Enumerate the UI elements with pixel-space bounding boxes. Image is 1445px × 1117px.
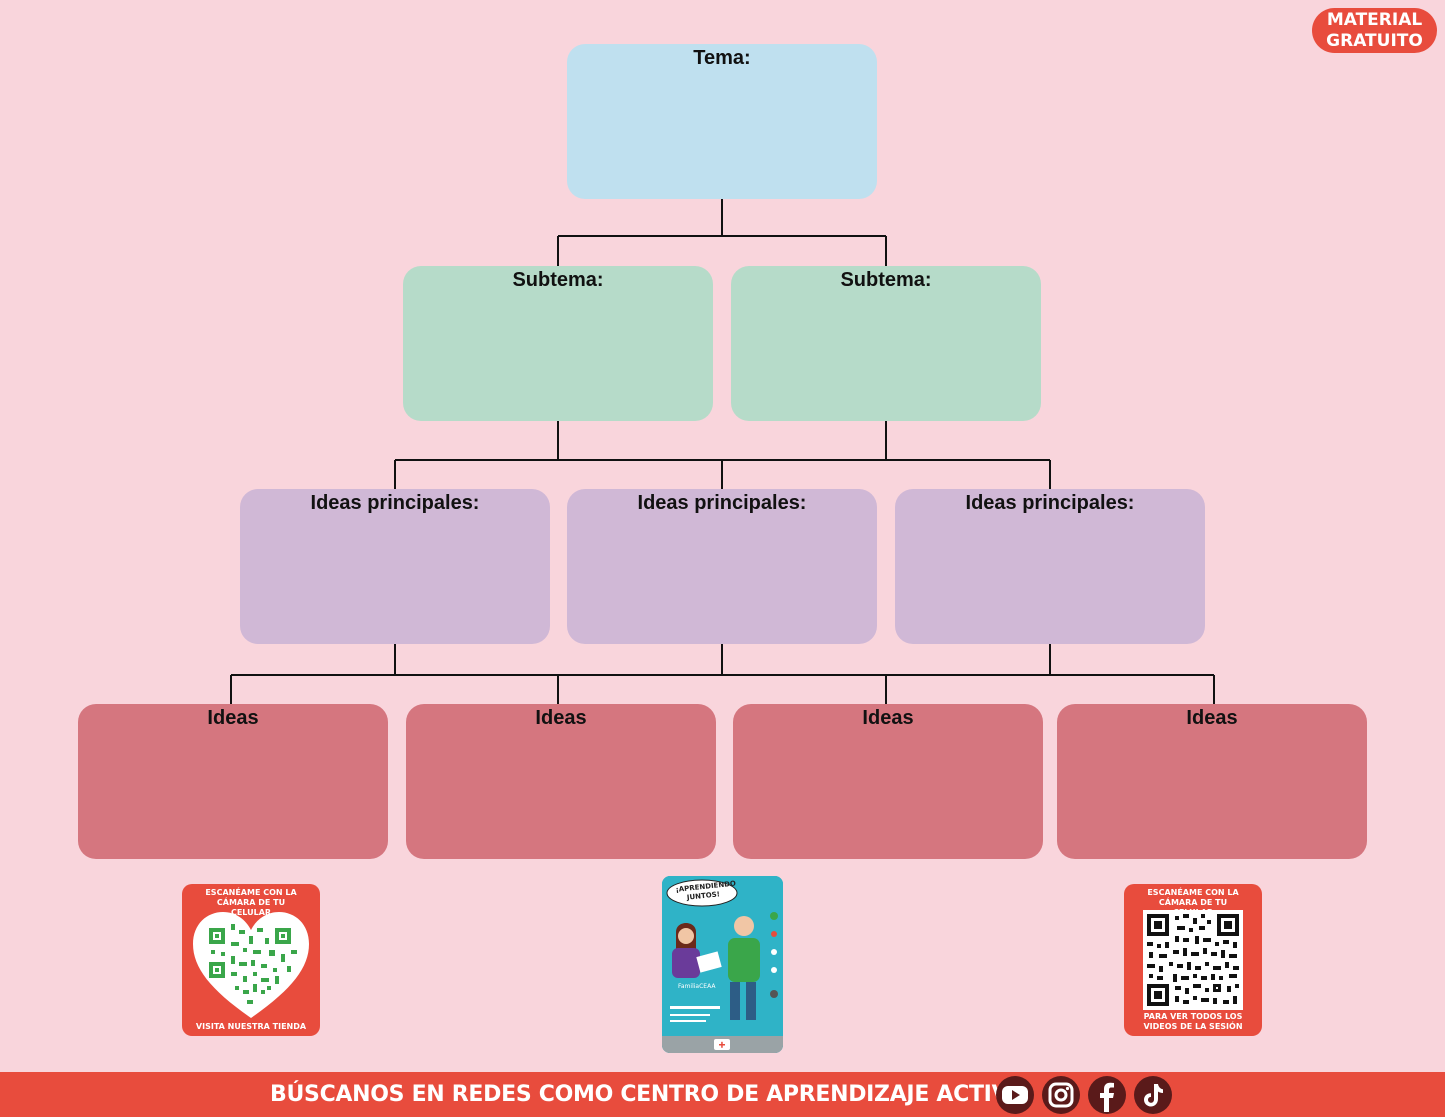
ideas-box-2[interactable]: Ideas (406, 704, 716, 859)
material-gratuito-badge: MATERIAL GRATUITO (1312, 8, 1437, 53)
subtema-label: Subtema: (840, 269, 932, 291)
qr-code-icon (1143, 910, 1243, 1010)
ideas-box-1[interactable]: Ideas (78, 704, 388, 859)
subtema-box-2[interactable]: Subtema: (731, 266, 1041, 421)
ideas-principales-label: Ideas principales: (965, 492, 1135, 514)
subtema-label: Subtema: (512, 269, 604, 291)
qr-videos-caption: PARA VER TODOS LOS VIDEOS DE LA SESIÓN (1143, 1012, 1243, 1031)
youtube-icon[interactable] (996, 1076, 1034, 1114)
aprendiendo-juntos-poster[interactable]: ¡APRENDIENDO JUNTOS! FamiliaCEAA (662, 876, 783, 1053)
footer-text: BÚSCANOS EN REDES COMO CENTRO DE APRENDI… (270, 1082, 1027, 1107)
ideas-box-4[interactable]: Ideas (1057, 704, 1367, 859)
heart-qr-code-icon (193, 912, 309, 1018)
tema-box[interactable]: Tema: (567, 44, 877, 199)
ideas-box-3[interactable]: Ideas (733, 704, 1043, 859)
ideas-principales-box-3[interactable]: Ideas principales: (895, 489, 1205, 644)
tiktok-icon[interactable] (1134, 1076, 1172, 1114)
subtema-box-1[interactable]: Subtema: (403, 266, 713, 421)
poster-illustration (662, 876, 783, 1053)
ideas-principales-label: Ideas principales: (637, 492, 807, 514)
ideas-principales-label: Ideas principales: (310, 492, 480, 514)
ideas-label: Ideas (862, 707, 914, 729)
facebook-icon[interactable] (1088, 1076, 1126, 1114)
footer-banner: BÚSCANOS EN REDES COMO CENTRO DE APRENDI… (0, 1072, 1445, 1117)
qr-store-card[interactable]: ESCANÉAME CON LA CÁMARA DE TU CELULAR VI… (182, 884, 320, 1036)
poster-handle: FamiliaCEAA (678, 983, 716, 990)
ideas-label: Ideas (1186, 707, 1238, 729)
ideas-label: Ideas (535, 707, 587, 729)
instagram-icon[interactable] (1042, 1076, 1080, 1114)
qr-store-instruction: ESCANÉAME CON LA CÁMARA DE TU CELULAR (205, 888, 297, 917)
badge-line-1: MATERIAL (1326, 9, 1423, 30)
ideas-label: Ideas (207, 707, 259, 729)
ideas-principales-box-2[interactable]: Ideas principales: (567, 489, 877, 644)
badge-line-2: GRATUITO (1326, 30, 1423, 51)
tema-label: Tema: (693, 47, 751, 69)
qr-videos-card[interactable]: ESCANÉAME CON LA CÁMARA DE TU CELULAR (1124, 884, 1262, 1036)
ideas-principales-box-1[interactable]: Ideas principales: (240, 489, 550, 644)
qr-store-caption: VISITA NUESTRA TIENDA (195, 1022, 307, 1031)
